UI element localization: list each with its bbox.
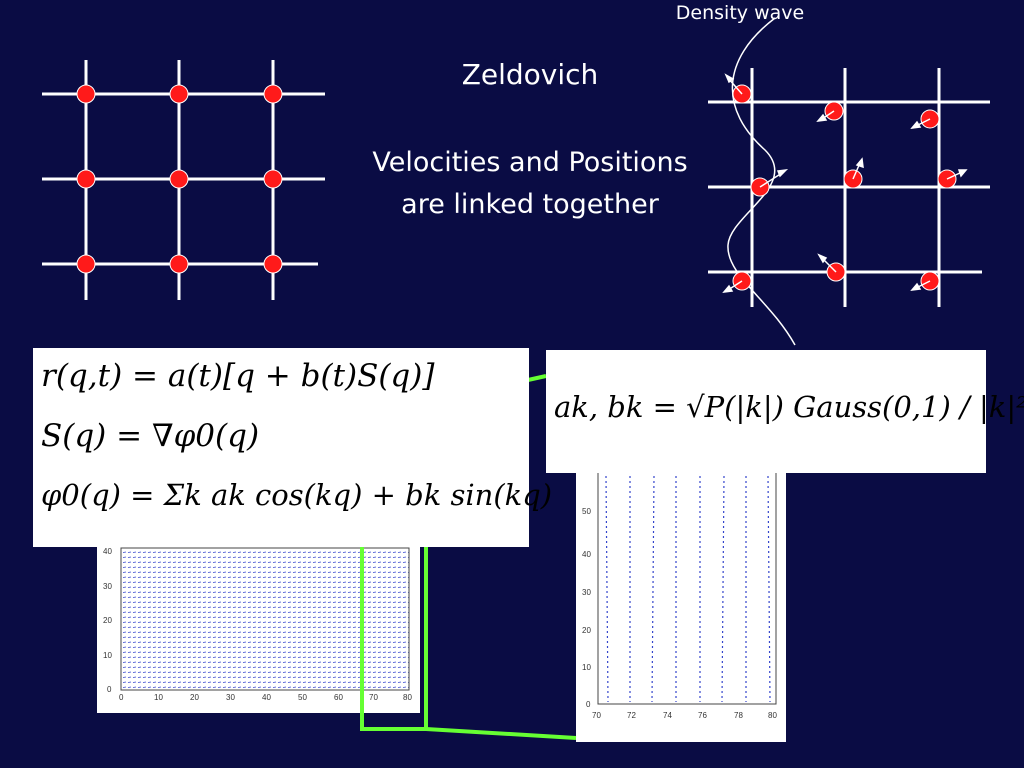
particle — [169, 84, 189, 104]
equation-displacement: S(q) = ∇φ0(q) — [41, 418, 260, 454]
right-x-tick: 72 — [627, 711, 636, 720]
velocity-arrow — [759, 172, 783, 188]
right-plot-area — [597, 471, 777, 705]
right-x-tick: 80 — [768, 711, 777, 720]
left-y-tick: 30 — [103, 582, 112, 591]
left-x-tick: 20 — [190, 693, 199, 702]
left-vector-field — [120, 547, 410, 691]
right-vector-plot: 0 10 20 30 40 50 70 72 74 76 78 80 — [576, 470, 786, 742]
particle — [76, 254, 96, 274]
right-x-tick: 78 — [734, 711, 743, 720]
particle — [263, 84, 283, 104]
left-y-tick: 0 — [107, 685, 112, 694]
equation-potential: φ0(q) = Σk ak cos(kq) + bk sin(kq) — [41, 478, 553, 512]
arrow-head — [910, 282, 922, 291]
left-x-tick: 10 — [154, 693, 163, 702]
velocity-arrows — [722, 73, 968, 293]
right-x-tick: 74 — [663, 711, 672, 720]
arrow-head — [724, 73, 735, 84]
arrow-head — [855, 157, 864, 169]
slide-title: Zeldovich — [461, 58, 599, 91]
particle — [76, 169, 96, 189]
particle — [263, 169, 283, 189]
right-x-tick: 70 — [592, 711, 601, 720]
left-x-tick: 50 — [298, 693, 307, 702]
left-x-tick: 30 — [226, 693, 235, 702]
equation-amplitudes: ak, bk = √P(|k|) Gauss(0,1) / |k|² — [554, 390, 1024, 424]
left-plot-area — [120, 547, 410, 691]
arrow-head — [957, 169, 968, 178]
particle — [76, 84, 96, 104]
arrow-head — [817, 253, 828, 264]
left-x-tick: 0 — [119, 693, 124, 702]
left-x-tick: 40 — [262, 693, 271, 702]
equation-box-left: r(q,t) = a(t)[q + b(t)S(q)] S(q) = ∇φ0(q… — [33, 348, 552, 547]
left-x-tick: 60 — [334, 693, 343, 702]
equation-box-right: ak, bk = √P(|k|) Gauss(0,1) / |k|² — [546, 350, 1024, 473]
equation-position: r(q,t) = a(t)[q + b(t)S(q)] — [41, 358, 435, 394]
regular-particles — [76, 84, 283, 274]
right-y-tick: 20 — [582, 626, 591, 635]
right-x-tick: 76 — [698, 711, 707, 720]
left-vector-plot: 0 10 20 30 40 0 10 20 30 40 50 60 70 80 — [97, 535, 420, 713]
particle — [169, 254, 189, 274]
left-y-tick: 20 — [103, 616, 112, 625]
left-y-tick: 10 — [103, 651, 112, 660]
density-wave-label: Density wave — [675, 2, 805, 24]
arrow-head — [776, 168, 789, 178]
right-vector-field — [597, 471, 777, 705]
arrow-head — [816, 113, 828, 122]
subtitle-line-1: Velocities and Positions — [372, 147, 688, 178]
subtitle-line-2: are linked together — [401, 189, 659, 220]
left-x-tick: 70 — [369, 693, 378, 702]
left-x-tick: 80 — [403, 693, 412, 702]
right-y-tick: 50 — [582, 507, 591, 516]
right-y-tick: 10 — [582, 663, 591, 672]
particle — [169, 169, 189, 189]
arrow-head — [722, 284, 734, 293]
right-y-tick: 40 — [582, 550, 591, 559]
left-y-tick: 40 — [103, 547, 112, 556]
right-y-tick: 30 — [582, 588, 591, 597]
slide-subtitle: Velocities and Positions are linked toge… — [330, 142, 730, 226]
arrow-head — [910, 120, 922, 129]
particle — [263, 254, 283, 274]
right-y-tick: 0 — [586, 700, 591, 709]
